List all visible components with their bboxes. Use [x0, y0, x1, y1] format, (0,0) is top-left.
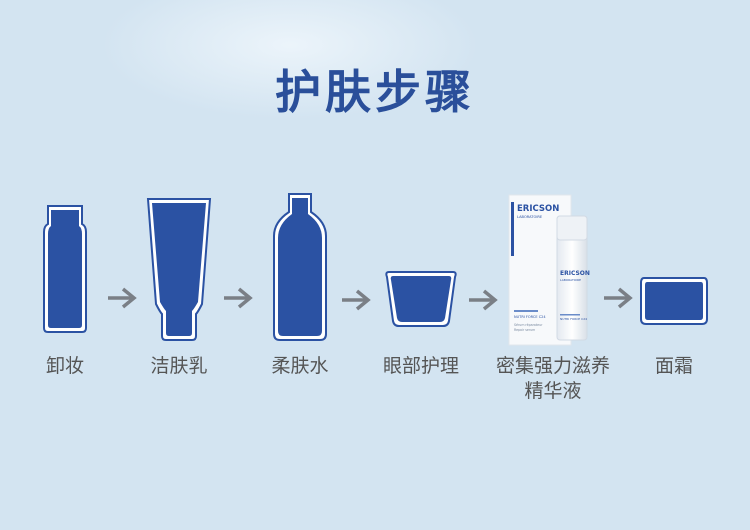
arrow-right-icon [342, 289, 371, 311]
bottle-line-text: NUTRI FORCE C24 [560, 317, 587, 321]
arrow-right-icon [108, 287, 137, 309]
box-small-text-1: Sérum réparateur [514, 323, 543, 327]
makeup-remover-bottle-icon [43, 205, 87, 333]
bottle-sub-text: LABORATOIRE [560, 278, 581, 282]
cleanser-tube-icon [146, 198, 212, 341]
eye-cream-jar-icon [385, 271, 457, 327]
arrow-right-icon [604, 287, 633, 309]
toner-bottle-icon [273, 193, 327, 341]
face-cream-jar-icon [640, 277, 708, 325]
box-sub-text: LABORATOIRE [517, 215, 543, 219]
box-brand-text: ERICSON [517, 204, 559, 214]
background-glow [100, 0, 480, 120]
arrow-right-icon [469, 289, 498, 311]
page-title: 护肤步骤 [275, 65, 475, 119]
step-label-eye-care: 眼部护理 [382, 355, 459, 377]
step-label-makeup-remover: 卸妆 [45, 355, 84, 377]
bottle-brand-text: ERICSON [560, 270, 590, 277]
step-label-toner: 柔肤水 [271, 355, 329, 377]
step-label-cleanser: 洁肤乳 [150, 355, 208, 377]
step-label-face-cream: 面霜 [654, 355, 693, 377]
arrow-right-icon [224, 287, 253, 309]
box-line-text: NUTRI FORCE C24 [514, 315, 546, 319]
step-label-serum: 密集强力滋养 精华液 [495, 355, 610, 402]
box-small-text-2: Repair serum [514, 328, 535, 332]
serum-product-icon: ERICSON LABORATOIRE NUTRI FORCE C24 Séru… [508, 194, 598, 346]
